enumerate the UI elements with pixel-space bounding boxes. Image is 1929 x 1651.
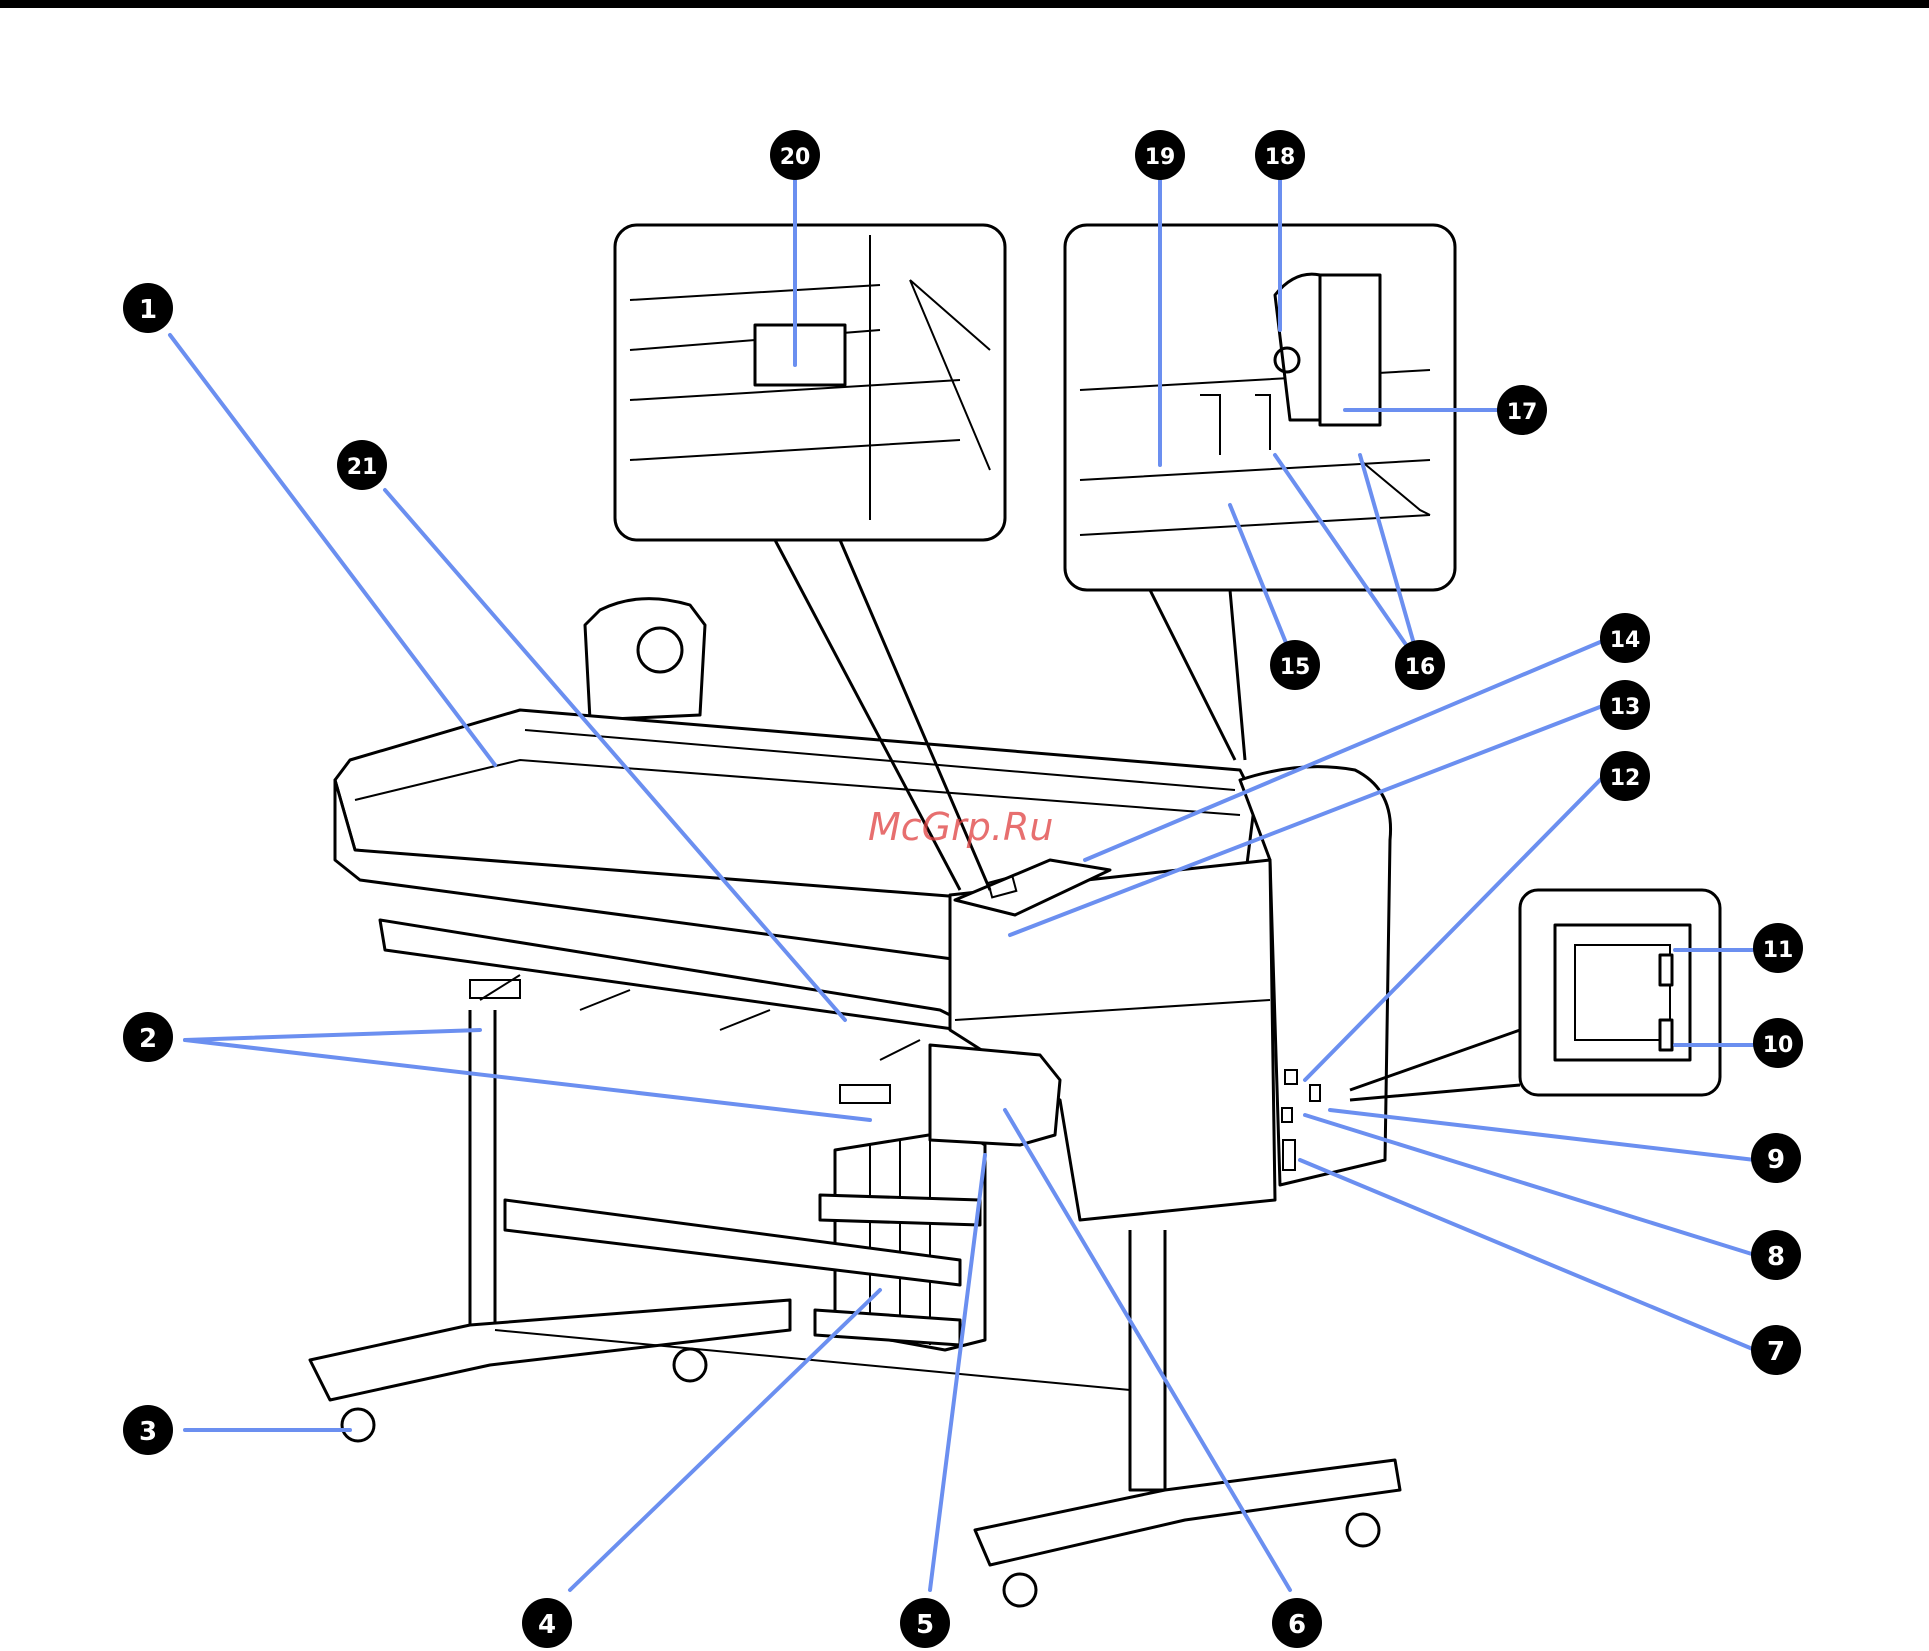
callout-2: 2 <box>123 1012 173 1062</box>
callout-label: 1 <box>139 295 157 325</box>
callout-label: 19 <box>1145 145 1176 170</box>
callout-6: 6 <box>1272 1598 1322 1648</box>
callout-4: 4 <box>522 1598 572 1648</box>
callout-label: 14 <box>1610 628 1641 653</box>
callout-label: 5 <box>916 1610 934 1640</box>
callout-label: 9 <box>1767 1145 1785 1175</box>
callout-13: 13 <box>1600 680 1650 730</box>
callout-label: 17 <box>1507 400 1538 425</box>
callout-12: 12 <box>1600 751 1650 801</box>
callout-3: 3 <box>123 1405 173 1455</box>
callout-label: 7 <box>1767 1337 1785 1367</box>
callout-label: 18 <box>1265 145 1296 170</box>
callout-label: 3 <box>139 1417 157 1447</box>
callout-label: 16 <box>1405 655 1436 680</box>
callout-label: 15 <box>1280 655 1311 680</box>
callout-label: 10 <box>1763 1033 1794 1058</box>
inset-spindle <box>1065 225 1455 760</box>
callout-label: 13 <box>1610 695 1641 720</box>
callout-17: 17 <box>1497 385 1547 435</box>
callout-7: 7 <box>1751 1325 1801 1375</box>
callout-label: 6 <box>1288 1610 1306 1640</box>
callout-10: 10 <box>1753 1018 1803 1068</box>
callout-14: 14 <box>1600 613 1650 663</box>
callout-18: 18 <box>1255 130 1305 180</box>
callout-16: 16 <box>1395 640 1445 690</box>
callout-label: 2 <box>139 1024 157 1054</box>
callout-15: 15 <box>1270 640 1320 690</box>
callout-19: 19 <box>1135 130 1185 180</box>
callout-label: 12 <box>1610 766 1641 791</box>
callout-5: 5 <box>900 1598 950 1648</box>
callout-label: 21 <box>347 455 378 480</box>
callout-20: 20 <box>770 130 820 180</box>
watermark-text: McGrp.Ru <box>868 805 1053 849</box>
callout-label: 11 <box>1763 938 1794 963</box>
inset-network-port <box>1350 890 1720 1100</box>
callout-1: 1 <box>123 283 173 333</box>
callout-label: 20 <box>780 145 811 170</box>
callout-9: 9 <box>1751 1133 1801 1183</box>
callout-21: 21 <box>337 440 387 490</box>
callout-8: 8 <box>1751 1230 1801 1280</box>
callout-label: 8 <box>1767 1242 1785 1272</box>
printer-illustration <box>310 599 1400 1606</box>
callout-11: 11 <box>1753 923 1803 973</box>
callout-label: 4 <box>538 1610 556 1640</box>
